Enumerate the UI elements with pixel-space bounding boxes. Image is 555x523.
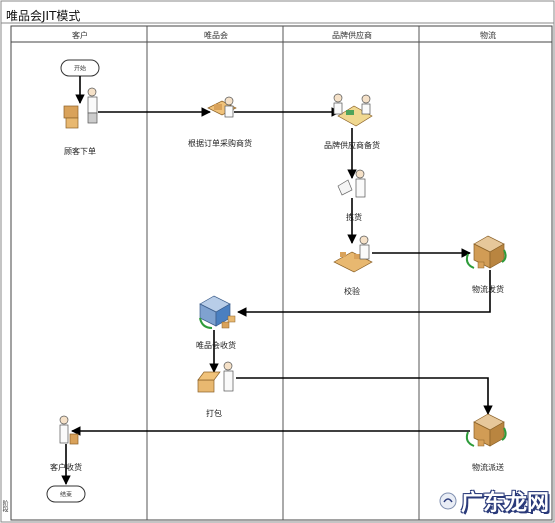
watermark-logo-icon <box>439 492 457 510</box>
node-label-checking: 校验 <box>344 287 360 296</box>
node-label-repack: 打包 <box>206 409 222 418</box>
end-terminal <box>46 485 86 503</box>
node-label-supplier-stock: 品牌供应商备货 <box>324 141 380 150</box>
customer-order-icon <box>63 87 98 129</box>
node-label-customer-receive: 客户收货 <box>50 463 82 472</box>
vip-receive-icon <box>199 295 236 329</box>
lane-title-supplier: 品牌供应商 <box>332 31 372 40</box>
lane-title-vip: 唯品会 <box>204 31 228 40</box>
arrow-ship-to-vip-receive <box>237 270 491 317</box>
node-label-vip-receive: 唯品会收货 <box>196 341 236 350</box>
node-label-logistics-deliver: 物流派送 <box>472 463 504 472</box>
supplier-stock-icon <box>333 93 373 127</box>
watermark: 广东龙网 <box>439 485 549 517</box>
diagram-title: 唯品会JIT模式 <box>6 9 81 23</box>
logistics-ship-icon <box>465 235 507 269</box>
end-label: 结束 <box>59 491 73 499</box>
start-label: 开始 <box>73 65 87 73</box>
checking-icon <box>333 235 373 273</box>
arrow-repack-to-deliver <box>236 377 493 415</box>
side-phase-label: 阶段 <box>1 500 8 512</box>
purchase-desk-icon <box>207 96 237 118</box>
watermark-text: 广东龙网 <box>460 491 549 516</box>
node-label-customer-order: 顾客下单 <box>64 147 96 156</box>
customer-receive-icon <box>59 415 79 445</box>
logistics-deliver-icon <box>465 413 507 447</box>
pool-frame <box>10 25 553 521</box>
packing-icon <box>337 169 366 198</box>
node-label-packing: 拣货 <box>346 213 362 222</box>
repack-icon <box>197 361 234 393</box>
lane-title-customer: 客户 <box>72 31 88 40</box>
node-label-logistics-ship: 物流发货 <box>472 285 504 294</box>
lane-title-logistics: 物流 <box>480 31 496 40</box>
node-label-vip-purchase: 根据订单采购商货 <box>188 139 252 148</box>
